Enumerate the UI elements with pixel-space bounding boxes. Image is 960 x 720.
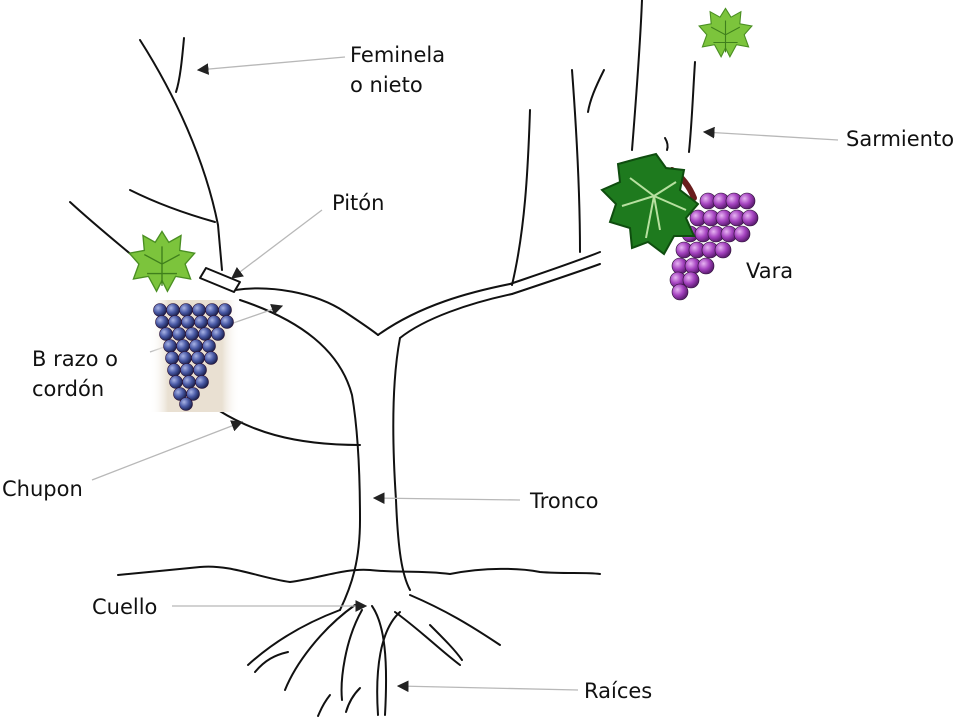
grape-berry bbox=[220, 315, 234, 329]
grape-berry bbox=[204, 351, 218, 365]
vine-leaf-icon bbox=[128, 230, 196, 293]
grape-berry bbox=[198, 327, 212, 341]
grape-berry bbox=[207, 315, 221, 329]
grape-berry bbox=[172, 327, 186, 341]
grape-berry bbox=[697, 257, 715, 275]
grape-berry bbox=[153, 303, 167, 317]
grape-berry bbox=[714, 241, 732, 259]
grape-berry bbox=[179, 303, 193, 317]
vine-leaf-icon bbox=[698, 7, 753, 58]
label-tronco: Tronco bbox=[529, 489, 598, 513]
grape-berry bbox=[733, 225, 751, 243]
grape-berry bbox=[205, 303, 219, 317]
grape-berry bbox=[169, 375, 183, 389]
grape-berry bbox=[671, 283, 689, 301]
label-feminela: Feminela bbox=[350, 43, 445, 67]
label-piton: Pitón bbox=[332, 191, 384, 215]
label-feminela-line2: o nieto bbox=[350, 73, 423, 97]
leader-feminela bbox=[196, 56, 346, 75]
label-raices: Raíces bbox=[584, 679, 652, 703]
grape-berry bbox=[185, 327, 199, 341]
grape-berry bbox=[155, 315, 169, 329]
grape-berry bbox=[176, 339, 190, 353]
label-chupon: Chupon bbox=[2, 477, 83, 501]
label-vara: Vara bbox=[746, 259, 793, 283]
grape-berry bbox=[193, 363, 207, 377]
leader-raices bbox=[396, 680, 579, 693]
grape-berry bbox=[159, 327, 173, 341]
vine-leaf-icon bbox=[600, 152, 700, 256]
grape-berry bbox=[194, 315, 208, 329]
grape-berry bbox=[181, 315, 195, 329]
leader-chupon bbox=[91, 420, 244, 481]
grape-berry bbox=[179, 397, 193, 411]
grape-berry bbox=[211, 327, 225, 341]
grape-bunch-icon bbox=[600, 152, 759, 301]
grape-bunch-icon bbox=[150, 300, 240, 412]
leader-sarmiento bbox=[702, 126, 839, 141]
label-sarmiento: Sarmiento bbox=[846, 127, 954, 151]
label-brazo-line2: cordón bbox=[32, 377, 104, 401]
grape-berry bbox=[195, 375, 209, 389]
grape-berry bbox=[192, 303, 206, 317]
label-cuello: Cuello bbox=[92, 595, 157, 619]
grape-berry bbox=[182, 375, 196, 389]
piton-stub bbox=[199, 267, 241, 293]
grape-berry bbox=[165, 351, 179, 365]
grape-berry bbox=[163, 339, 177, 353]
grape-berry bbox=[202, 339, 216, 353]
leader-piton bbox=[231, 209, 323, 279]
grape-berry bbox=[178, 351, 192, 365]
grape-berry bbox=[166, 303, 180, 317]
grape-berry bbox=[191, 351, 205, 365]
grape-berry bbox=[186, 387, 200, 401]
grape-berry bbox=[180, 363, 194, 377]
vine-outline bbox=[69, 0, 696, 717]
label-brazo: B razo o bbox=[32, 347, 118, 371]
grape-berry bbox=[738, 192, 756, 210]
grape-berry bbox=[218, 303, 232, 317]
grape-berry bbox=[741, 209, 759, 227]
grape-berry bbox=[168, 315, 182, 329]
grape-berry bbox=[189, 339, 203, 353]
grape-berry bbox=[167, 363, 181, 377]
grape-berry bbox=[682, 271, 700, 289]
leader-tronco bbox=[372, 492, 521, 504]
